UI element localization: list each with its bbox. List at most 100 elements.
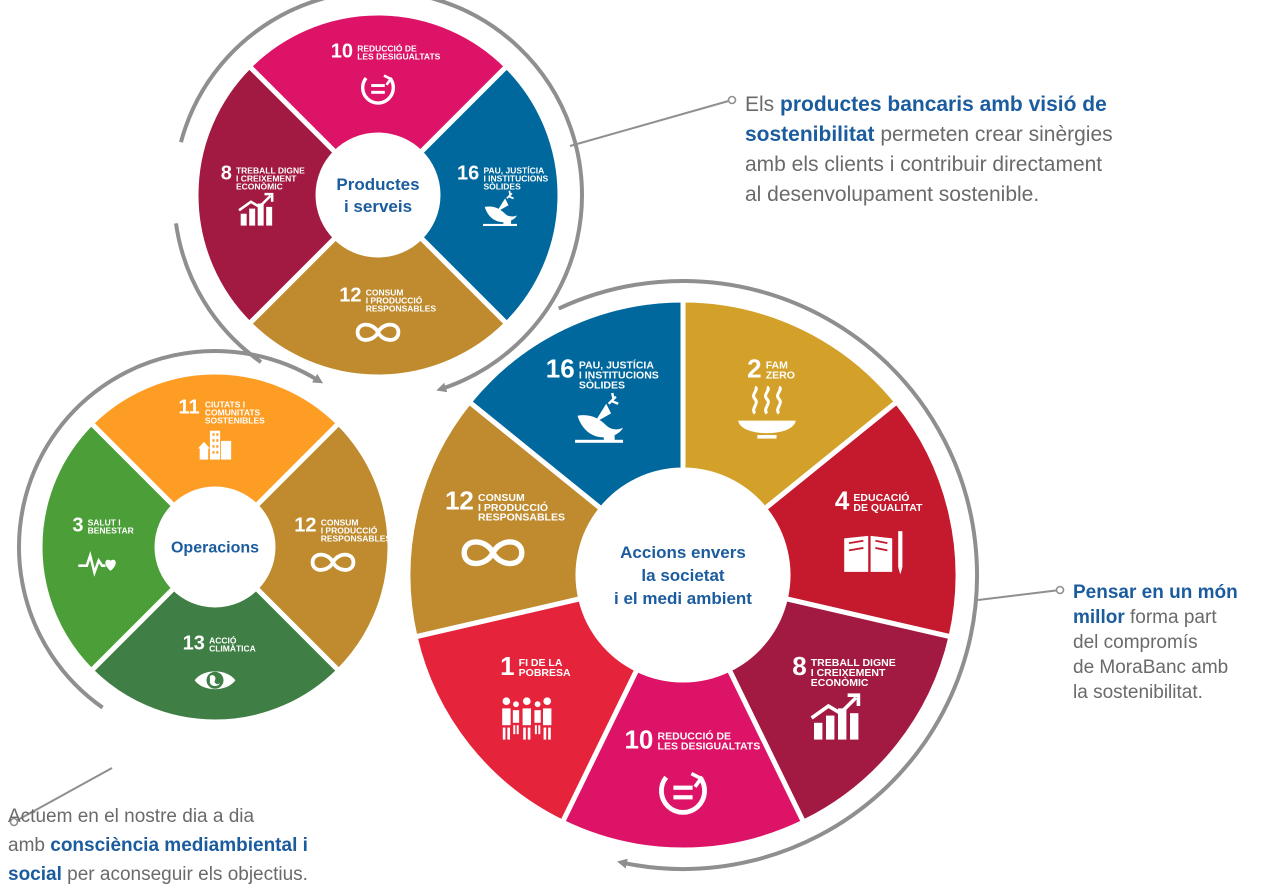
callout-text: forma part: [1124, 607, 1217, 628]
goal-title: I CREIXEMENT: [811, 667, 886, 679]
segment-shape: [680, 297, 901, 513]
goal-title: TREBALL DIGNE: [811, 657, 896, 669]
wheel-center-label: i el medi ambient: [614, 589, 752, 608]
segment-shape: [416, 62, 563, 328]
segment-shape: [87, 584, 343, 725]
family-icon: [502, 697, 552, 740]
goal-title: CONSUM: [478, 492, 525, 504]
connector-dot: [9, 817, 19, 827]
goal-title: POBRESA: [519, 667, 571, 679]
goal-title: PAU, JUSTÍCIA: [483, 165, 544, 175]
infinity-icon: [310, 552, 356, 572]
callout-text: amb: [8, 835, 51, 856]
book-pencil-icon: [844, 531, 903, 575]
goal-title: ECONÒMIC: [811, 676, 869, 689]
goal-title: REDUCCIÓ DE: [357, 42, 417, 53]
callout-bold: social: [8, 864, 62, 885]
wheel-center: [580, 472, 786, 678]
goal-title: LES DESIGUALTATS: [357, 51, 440, 61]
wheel-center: [159, 491, 271, 603]
goal-title: I INSTITUCIONS: [483, 173, 548, 183]
wheel-center: [320, 137, 436, 253]
segment-shape: [37, 419, 178, 675]
callout-text: Actuem en el nostre dia a dia: [8, 806, 255, 827]
callout-text: al desenvolupament sostenible.: [745, 183, 1040, 206]
goal-title: RESPONSABLES: [478, 512, 565, 524]
equality-icon: [659, 771, 707, 815]
goal-title: CONSUM: [321, 517, 359, 527]
callout-text: de MoraBanc amb: [1073, 657, 1229, 678]
callout-text: amb els clients i contribuir directament: [745, 153, 1103, 176]
equality-icon: [361, 74, 395, 105]
ring-arc: [174, 223, 263, 364]
goal-title: LES DESIGUALTATS: [658, 741, 761, 753]
goal-title: FAM: [766, 360, 788, 372]
ring-arrow: [557, 279, 979, 871]
connector-line: [569, 99, 733, 147]
wheel-center-label: Accions envers: [620, 543, 746, 562]
callout-bold: productes bancaris amb visió de: [780, 93, 1107, 116]
callout-text: per aconseguir els objectius.: [61, 864, 308, 885]
growth-chart-icon: [810, 693, 861, 740]
goal-number: 16: [546, 353, 575, 383]
goal-number: 8: [792, 651, 806, 681]
callout-bold: consciència mediambiental i: [50, 835, 308, 856]
goal-title: EDUCACIÓ: [853, 491, 909, 504]
growth-chart-icon: [238, 192, 274, 226]
goal-title: SALUT I: [88, 517, 121, 527]
goal-title: REDUCCIÓ DE: [658, 730, 732, 743]
goal-title: I CREIXEMENT: [236, 173, 297, 183]
wheel-center-label: i serveis: [344, 197, 412, 216]
segment-shape: [465, 297, 686, 513]
goal-title: I PRODUCCIÓ: [321, 524, 378, 535]
connector-dot: [727, 95, 737, 105]
goal-title: ECONÒMIC: [236, 181, 283, 192]
goal-title: I INSTITUCIONS: [579, 370, 659, 382]
goal-title: SOSTENIBLES: [205, 416, 265, 426]
dove-gavel-icon: [483, 190, 517, 227]
outer-rings: [17, 0, 979, 871]
segment-shape: [761, 398, 961, 640]
goal-title: TREBALL DIGNE: [236, 165, 305, 175]
callout-productes: Els productes bancaris amb visió de sost…: [745, 90, 1165, 210]
callout-bold: millor: [1073, 607, 1125, 628]
connector-line: [13, 767, 113, 823]
goal-title: ACCIÓ: [209, 634, 237, 645]
callout-bold: Pensar en un món: [1073, 582, 1238, 603]
segment-shape: [245, 10, 511, 157]
goal-title: FI DE LA: [519, 657, 563, 669]
goal-title: SÒLIDES: [579, 379, 625, 392]
goal-title: CIUTATS I: [205, 399, 245, 409]
segment-shape: [559, 666, 807, 853]
wheel-center-label: la societat: [641, 566, 724, 585]
callout-operacions: Actuem en el nostre dia a dia amb consci…: [8, 802, 378, 889]
goal-number: 10: [624, 724, 653, 754]
callout-text: permeten crear sinèrgies: [874, 123, 1113, 146]
goal-title: SÒLIDES: [483, 181, 521, 192]
goal-title: CONSUM: [366, 287, 404, 297]
goal-title: BENESTAR: [88, 525, 134, 535]
heartbeat-icon: [78, 550, 116, 577]
callout-accions: Pensar en un món millor forma part del c…: [1073, 580, 1273, 705]
segment-shape: [252, 419, 393, 675]
goal-title: RESPONSABLES: [321, 534, 392, 544]
callout-connectors: [9, 95, 1065, 827]
goal-title: DE QUALITAT: [853, 502, 923, 514]
infinity-icon: [461, 539, 525, 567]
